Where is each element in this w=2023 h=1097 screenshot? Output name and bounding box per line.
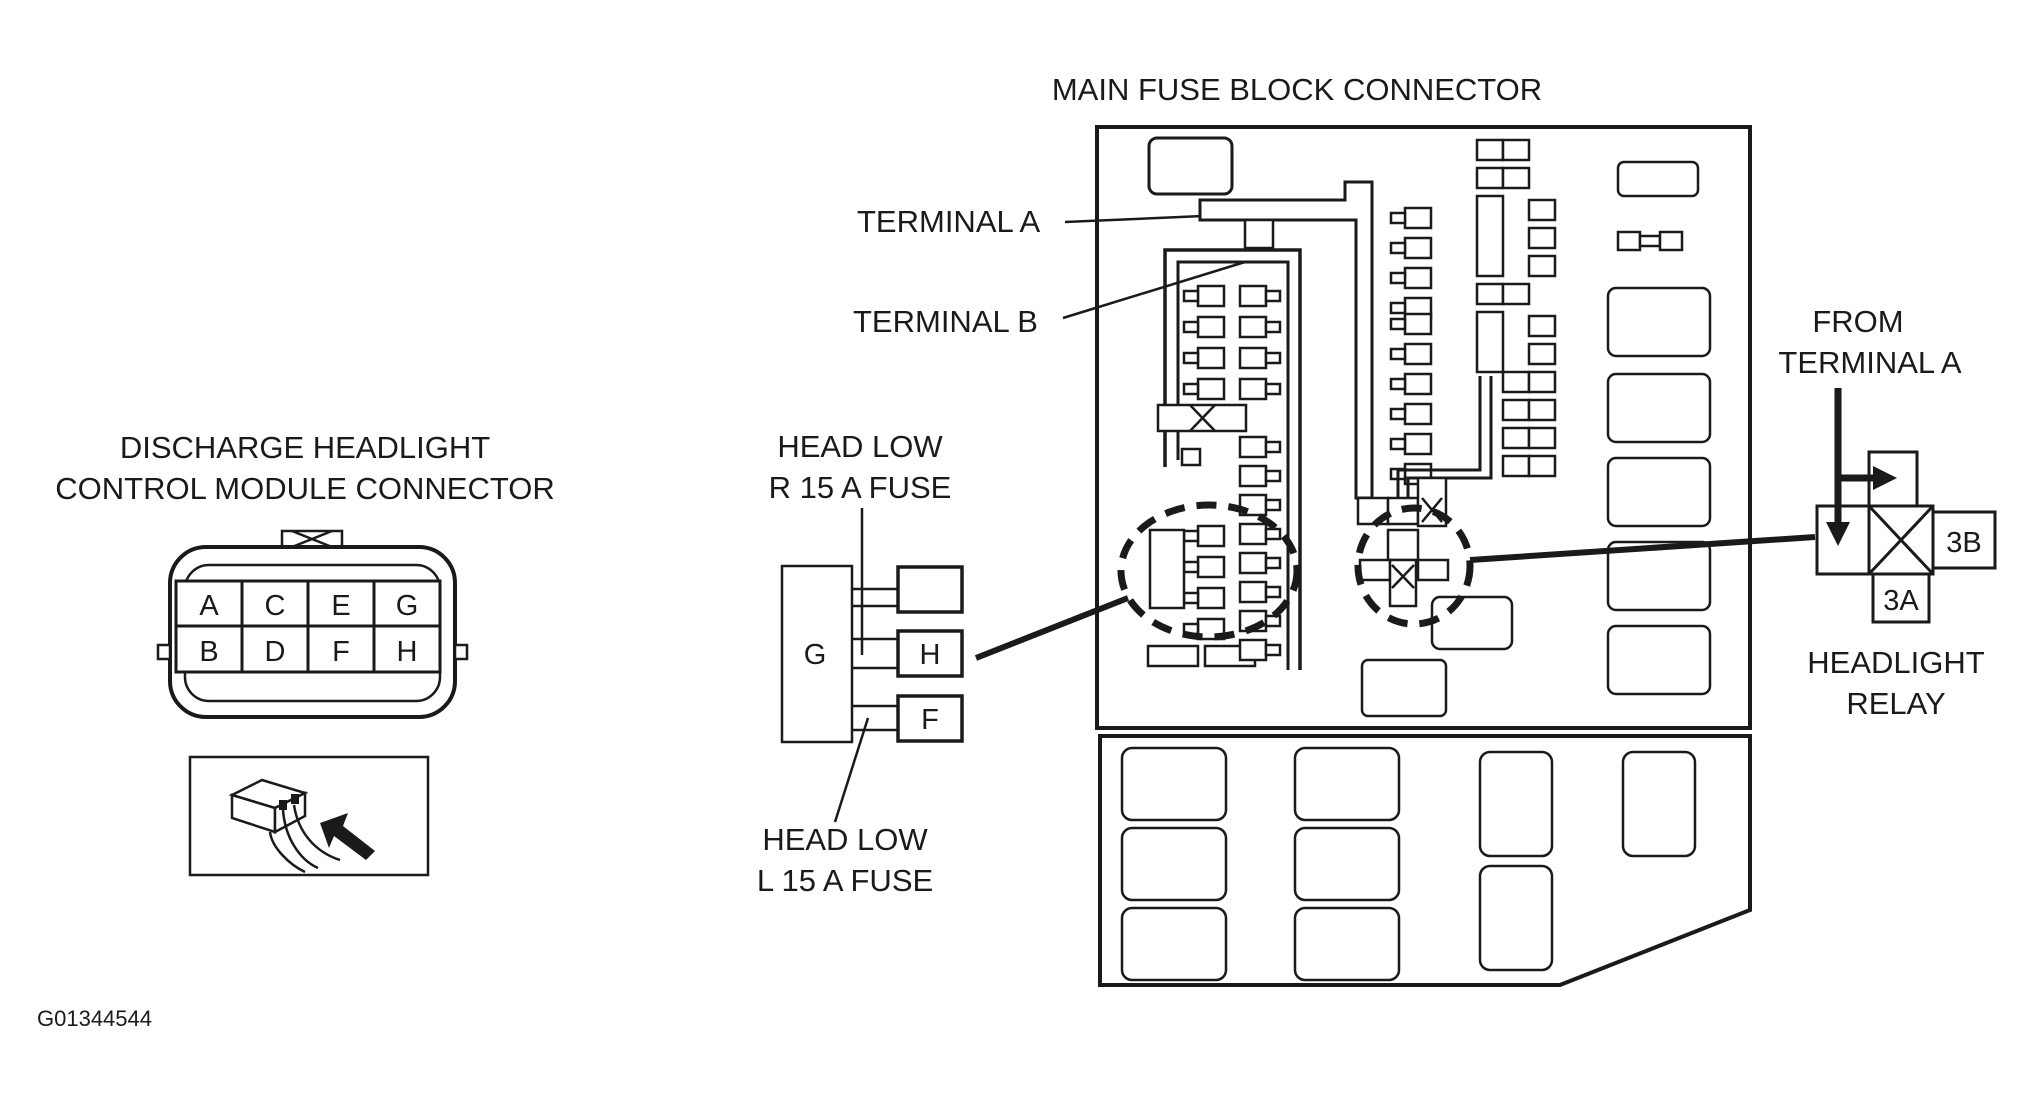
pin-h: H bbox=[397, 636, 418, 668]
fuse-detail: HEAD LOW R 15 A FUSE G H F HEAD LOW L 15… bbox=[757, 429, 1130, 898]
fuse-column-second bbox=[1238, 284, 1282, 662]
fuse-h bbox=[896, 629, 964, 678]
terminal-a-busbar bbox=[1198, 180, 1374, 500]
headlight-relay: FROM TERMINAL A 3B 3A HEADLIGHT RELAY bbox=[1469, 304, 1997, 721]
relay-highlight-circle bbox=[1354, 504, 1474, 628]
lower-fuse-section bbox=[1120, 746, 1697, 982]
relay-pin-3a bbox=[1871, 572, 1931, 624]
pin-grid: A C E G B D F H bbox=[174, 579, 442, 674]
right-fuse-label-line2: R 15 A FUSE bbox=[769, 470, 952, 505]
fuse-block-outline bbox=[1095, 125, 1752, 730]
figure-id: G01344544 bbox=[37, 1006, 152, 1031]
pin-e: E bbox=[331, 590, 350, 622]
pin-d: D bbox=[265, 636, 286, 668]
module-title-line2: CONTROL MODULE CONNECTOR bbox=[55, 471, 554, 506]
fuse-column-third bbox=[1389, 206, 1433, 486]
right-fuse-label-line1: HEAD LOW bbox=[777, 429, 943, 464]
terminal-a-label: TERMINAL A bbox=[857, 204, 1040, 239]
relay-pin-left bbox=[1815, 504, 1871, 576]
terminal-f-label: F bbox=[921, 704, 939, 736]
relay-cluster bbox=[1356, 476, 1514, 651]
terminal-g-label: G bbox=[804, 639, 827, 671]
terminal-b-busbar bbox=[1163, 248, 1302, 670]
module-title-line1: DISCHARGE HEADLIGHT bbox=[120, 430, 490, 465]
fuse-f bbox=[896, 694, 964, 743]
pin-f: F bbox=[332, 636, 350, 668]
relay-name-line1: HEADLIGHT bbox=[1807, 645, 1984, 680]
relay-pin-3b bbox=[1931, 510, 1997, 570]
relay-name-line2: RELAY bbox=[1846, 686, 1945, 721]
fuse-column-fourth bbox=[1475, 138, 1557, 478]
pin-c: C bbox=[265, 590, 286, 622]
pin-g: G bbox=[396, 590, 419, 622]
from-terminal-a-line2: TERMINAL A bbox=[1778, 345, 1961, 380]
left-fuse-label-line2: L 15 A FUSE bbox=[757, 863, 933, 898]
pin-a: A bbox=[199, 590, 219, 622]
from-terminal-a-line1: FROM bbox=[1812, 304, 1903, 339]
relay-terminal-3a: 3A bbox=[1883, 585, 1919, 617]
terminal-b-label: TERMINAL B bbox=[853, 304, 1038, 339]
fuse-body-g bbox=[780, 564, 854, 744]
main-fuse-block: MAIN FUSE BLOCK CONNECTOR TERMINAL A TER… bbox=[853, 72, 1752, 987]
headlight-module-connector: DISCHARGE HEADLIGHT CONTROL MODULE CONNE… bbox=[55, 430, 555, 877]
fuse-top bbox=[896, 565, 964, 614]
probe-inset-icon bbox=[188, 755, 430, 877]
terminal-h-label: H bbox=[920, 639, 941, 671]
fuse-block-title: MAIN FUSE BLOCK CONNECTOR bbox=[1052, 72, 1542, 107]
left-fuse-label-line1: HEAD LOW bbox=[762, 822, 928, 857]
relay-terminal-3b: 3B bbox=[1946, 527, 1981, 559]
pin-b: B bbox=[199, 636, 218, 668]
fuse-highlight-circle bbox=[1117, 501, 1301, 641]
fuse-column-right bbox=[1606, 160, 1712, 696]
